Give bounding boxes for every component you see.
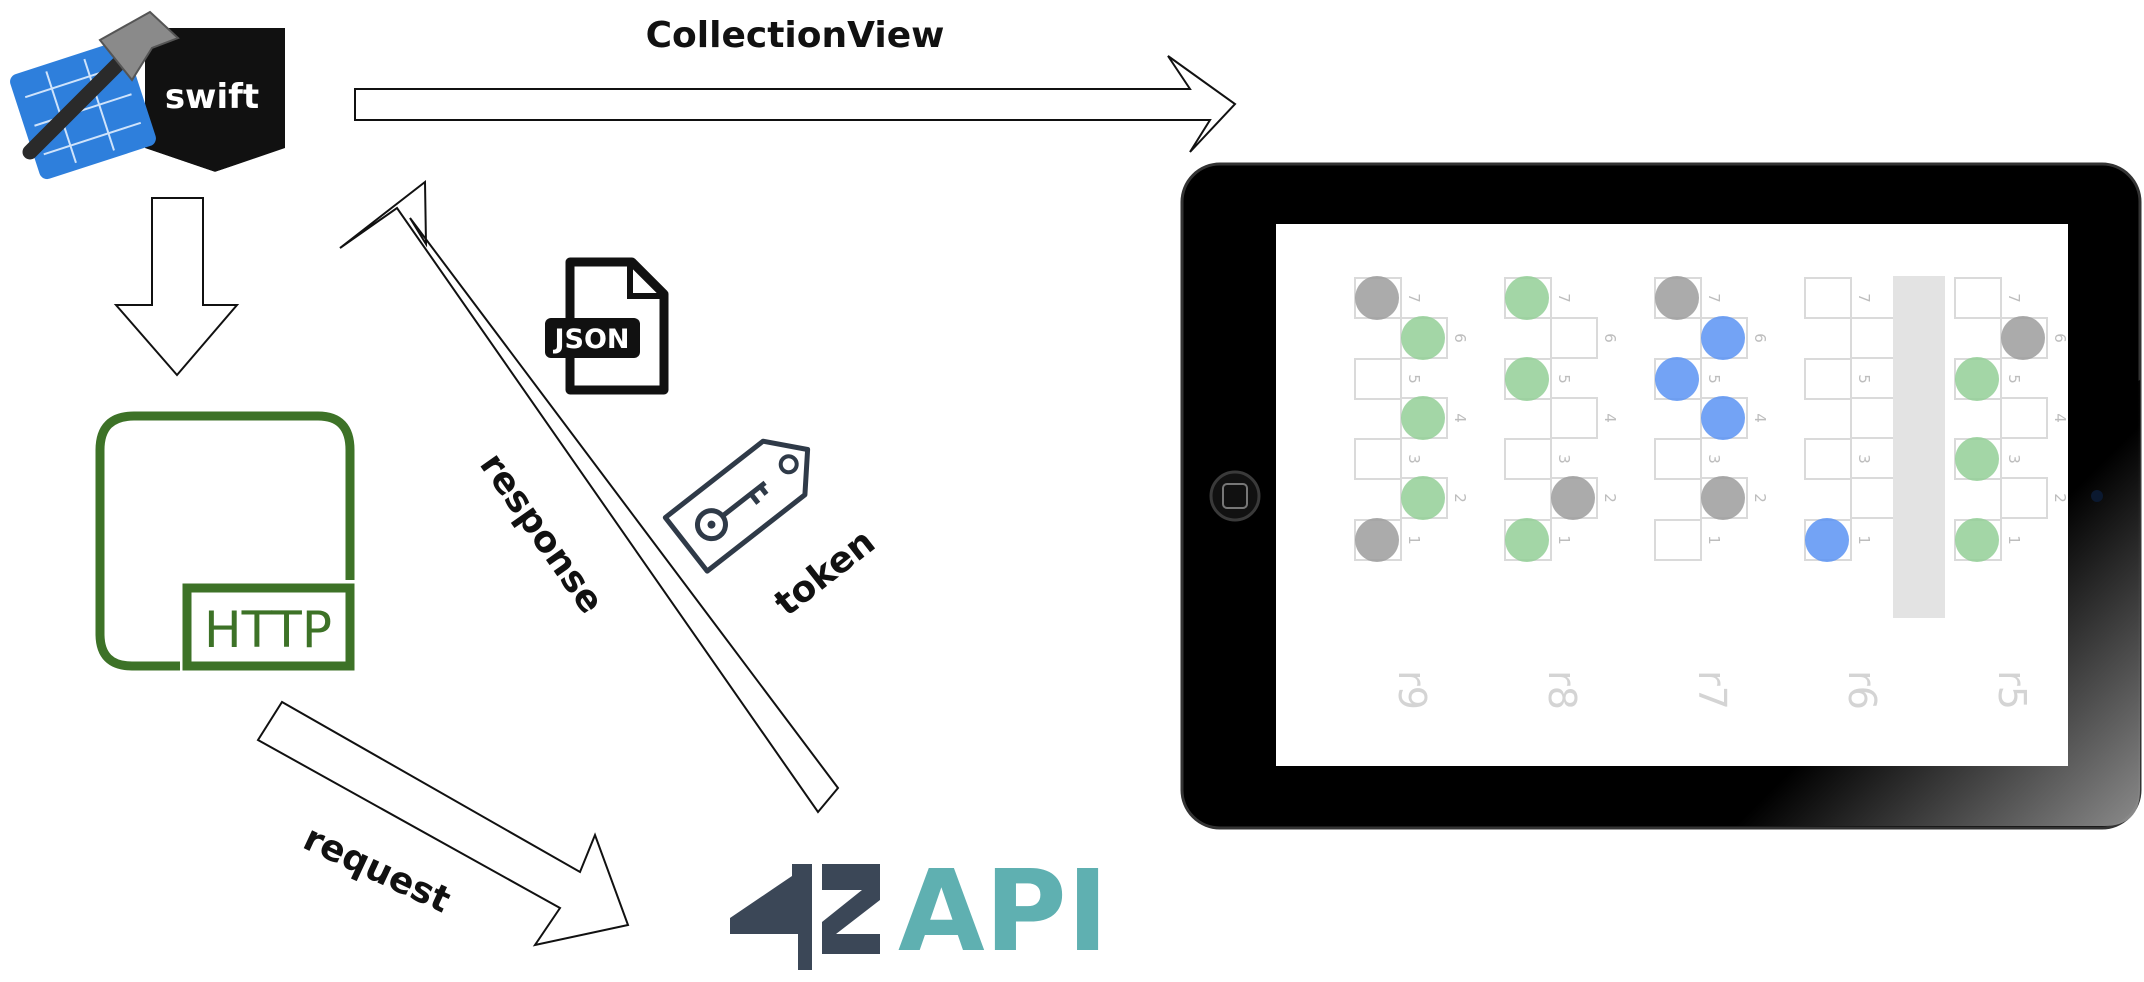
room-column: 1 2 3 4 5 6 7 r8 — [1504, 276, 1619, 710]
room-column: 1 2 3 4 5 6 7 r5 — [1954, 277, 2069, 710]
stall-number: 2 — [2051, 493, 2069, 503]
room-label: r8 — [1540, 670, 1584, 710]
stall-number: 5 — [1705, 374, 1723, 384]
stall-box — [2000, 477, 2048, 519]
stall-number: 5 — [2005, 374, 2023, 384]
stall-number: 1 — [2005, 535, 2023, 545]
occupancy-pin[interactable] — [1955, 357, 1999, 401]
occupancy-pin[interactable] — [1401, 396, 1445, 440]
occupancy-pin[interactable] — [1655, 276, 1699, 320]
room-label: r6 — [1840, 670, 1884, 710]
stall-box — [1354, 358, 1402, 400]
collectionview-label: CollectionView — [646, 15, 945, 56]
stall-number: 3 — [2005, 454, 2023, 464]
stall-number: 7 — [2005, 293, 2023, 303]
stall-number: 7 — [1855, 293, 1873, 303]
42-api-logo: API — [730, 847, 1108, 977]
occupancy-pin[interactable] — [1701, 476, 1745, 520]
stall-number: 3 — [1705, 454, 1723, 464]
occupancy-pin[interactable] — [2001, 316, 2045, 360]
occupancy-pin[interactable] — [1505, 518, 1549, 562]
front-camera — [2091, 490, 2103, 502]
occupancy-pin[interactable] — [1355, 518, 1399, 562]
stall-number: 5 — [1405, 374, 1423, 384]
collectionview-arrow — [354, 55, 1237, 153]
stall-number: 6 — [1451, 333, 1469, 343]
stall-box — [1850, 317, 1898, 359]
api-label: API — [898, 847, 1108, 977]
stall-number: 6 — [2051, 333, 2069, 343]
stall-box — [1354, 438, 1402, 480]
stall-number: 3 — [1855, 454, 1873, 464]
room-column: 1 2 3 4 5 6 7 r9 — [1354, 276, 1469, 710]
swift-label: swift — [165, 77, 259, 117]
42-logo-mark — [730, 864, 880, 970]
stall-number: 3 — [1405, 454, 1423, 464]
stall-number: 5 — [1555, 374, 1573, 384]
occupancy-pin[interactable] — [1701, 316, 1745, 360]
stall-number: 1 — [1705, 535, 1723, 545]
xcode-swift-icon: swift — [10, 10, 285, 180]
stall-number: 2 — [1451, 493, 1469, 503]
occupancy-pin[interactable] — [1505, 357, 1549, 401]
stall-number: 1 — [1855, 535, 1873, 545]
request-arrow — [256, 700, 630, 947]
occupancy-pin[interactable] — [1551, 476, 1595, 520]
stall-number: 6 — [1751, 333, 1769, 343]
stall-number: 1 — [1405, 535, 1423, 545]
occupancy-pin[interactable] — [1955, 518, 1999, 562]
stall-box — [1850, 477, 1898, 519]
http-gateway-icon: HTTP — [95, 411, 355, 671]
stall-box — [1550, 317, 1598, 359]
down-arrow — [113, 197, 240, 377]
json-label: JSON — [552, 324, 629, 355]
stall-box — [1804, 438, 1852, 480]
stall-number: 3 — [1555, 454, 1573, 464]
stall-number: 2 — [1601, 493, 1619, 503]
http-label: HTTP — [204, 601, 332, 659]
closed-overlay — [1893, 276, 1945, 618]
json-file-icon: JSON — [545, 257, 669, 395]
stall-number: 6 — [1601, 333, 1619, 343]
stall-box — [1550, 397, 1598, 439]
home-button[interactable] — [1209, 470, 1261, 522]
stall-number: 4 — [1601, 413, 1619, 423]
stall-box — [1850, 397, 1898, 439]
room-label: r7 — [1690, 670, 1734, 710]
room-label: r9 — [1390, 670, 1434, 710]
stall-box — [2000, 397, 2048, 439]
stall-box — [1654, 438, 1702, 480]
room-column: 1234567r6 — [1804, 276, 1945, 710]
occupancy-pin[interactable] — [1401, 316, 1445, 360]
stall-number: 4 — [2051, 413, 2069, 423]
occupancy-pin[interactable] — [1805, 518, 1849, 562]
stall-box — [1804, 277, 1852, 319]
room-label: r5 — [1990, 670, 2034, 710]
stall-number: 7 — [1555, 293, 1573, 303]
stall-box — [1504, 438, 1552, 480]
occupancy-pin[interactable] — [1355, 276, 1399, 320]
occupancy-pin[interactable] — [1401, 476, 1445, 520]
room-column: 1 2 3 4 5 6 7 r7 — [1654, 276, 1769, 710]
stall-number: 4 — [1751, 413, 1769, 423]
ipad-device: 1234567r91234567r81234567r71234567r61234… — [1180, 162, 2142, 830]
response-arrow — [339, 179, 840, 814]
token-label: token — [767, 521, 883, 624]
room-grid: 1234567r91234567r81234567r71234567r61234… — [1354, 276, 2069, 710]
stall-number: 4 — [1451, 413, 1469, 423]
stall-number: 7 — [1705, 293, 1723, 303]
stall-box — [1654, 519, 1702, 561]
occupancy-pin[interactable] — [1701, 396, 1745, 440]
stall-number: 2 — [1751, 493, 1769, 503]
key-tag-icon — [662, 438, 811, 574]
occupancy-pin[interactable] — [1655, 357, 1699, 401]
stall-number: 5 — [1855, 374, 1873, 384]
stall-box — [1954, 277, 2002, 319]
occupancy-pin[interactable] — [1955, 437, 1999, 481]
stall-number: 1 — [1555, 535, 1573, 545]
occupancy-pin[interactable] — [1505, 276, 1549, 320]
stall-number: 7 — [1405, 293, 1423, 303]
stall-box — [1804, 358, 1852, 400]
